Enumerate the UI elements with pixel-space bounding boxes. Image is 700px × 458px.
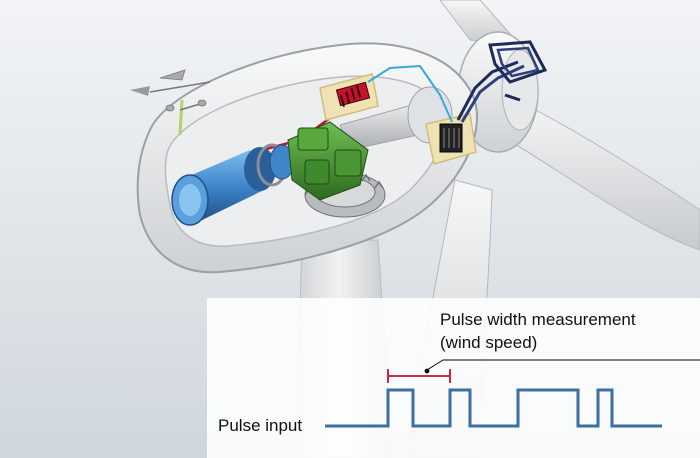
pulse-panel xyxy=(207,298,700,458)
gearbox xyxy=(287,121,369,201)
measurement-label-line1: Pulse width measurement xyxy=(440,310,636,329)
controller-panel xyxy=(319,73,379,121)
pulse-input-label: Pulse input xyxy=(218,416,303,435)
right-blade xyxy=(499,94,700,251)
pulse-waveform xyxy=(325,388,662,428)
measurement-label-line2: (wind speed) xyxy=(440,333,538,352)
generator xyxy=(171,143,295,226)
signal-cable xyxy=(367,64,453,123)
pulse-width-marker xyxy=(387,369,451,383)
spinner-nose xyxy=(501,49,539,131)
label-leader-line xyxy=(424,359,700,374)
anemometer xyxy=(130,69,211,136)
sensor-panel xyxy=(425,113,477,165)
hub-sensor-wiring xyxy=(456,40,548,123)
